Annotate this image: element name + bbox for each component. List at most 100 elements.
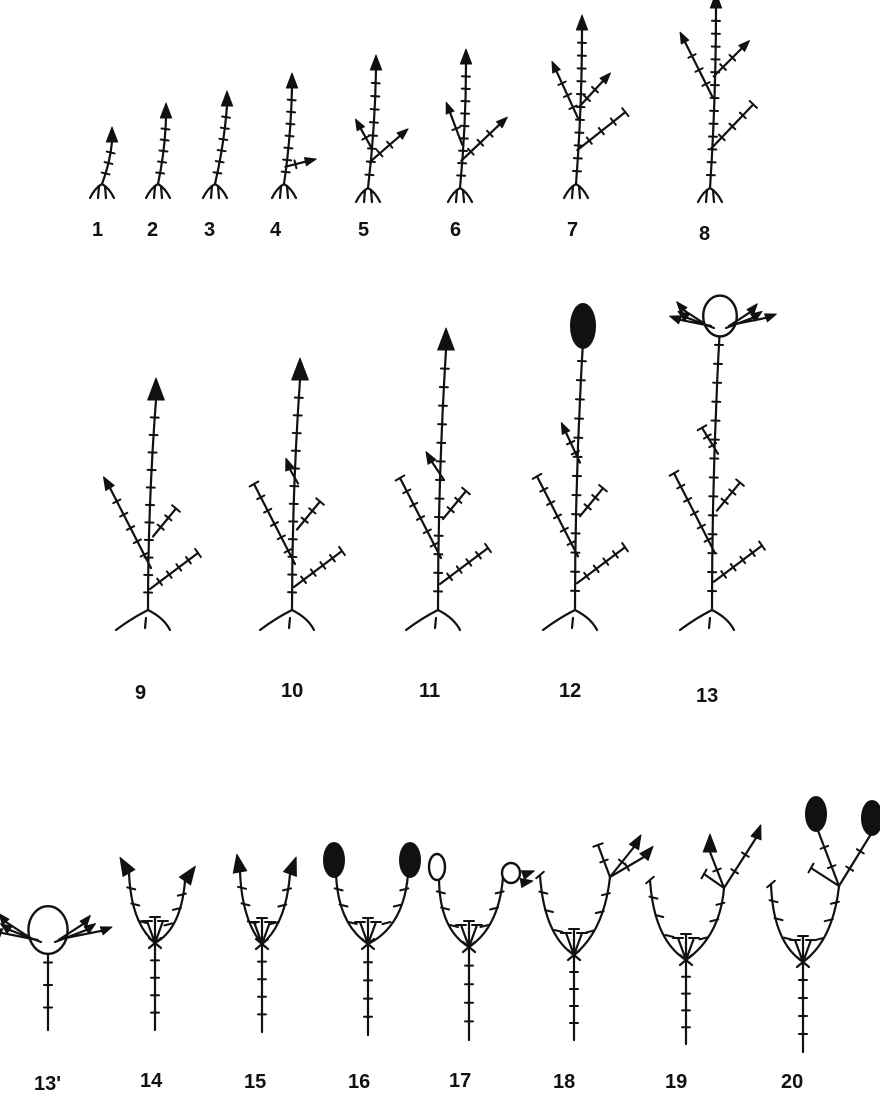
stage-label-4: 4 xyxy=(270,219,282,241)
side-branch xyxy=(714,48,742,76)
stage-label-12: 12 xyxy=(559,680,581,702)
left-arm-tick xyxy=(539,892,547,894)
plant-stage-11 xyxy=(396,328,491,630)
main-stem-tick xyxy=(161,140,169,141)
stage-label-7: 7 xyxy=(567,219,578,241)
apex-arrow xyxy=(460,49,471,64)
stage-label-10: 10 xyxy=(281,680,303,702)
plant-roots xyxy=(284,184,296,198)
plant-roots xyxy=(460,188,472,202)
plant-roots xyxy=(260,610,292,630)
right-arm xyxy=(368,874,408,944)
plant-stage-19 xyxy=(646,825,761,1044)
plant-stage-6 xyxy=(446,49,507,202)
apex-arrow xyxy=(710,0,721,8)
plant-roots xyxy=(564,184,576,198)
branch-arrow xyxy=(680,32,689,44)
plant-roots xyxy=(158,184,170,198)
main-stem xyxy=(712,326,720,610)
plant-roots xyxy=(713,190,714,202)
side-branch xyxy=(150,553,198,589)
plant-roots xyxy=(576,184,588,198)
right-arm-tick xyxy=(831,902,839,904)
plant-roots xyxy=(368,188,380,202)
plant-roots xyxy=(371,190,372,202)
branch-arrow xyxy=(561,423,569,435)
open-flower-petal-tip xyxy=(765,314,777,322)
plant-roots xyxy=(116,610,148,630)
apex-arrow xyxy=(160,103,171,118)
apex-arrow xyxy=(106,127,117,142)
main-stem-tick xyxy=(156,173,164,174)
side-branch xyxy=(153,509,176,537)
main-stem-tick xyxy=(370,122,378,123)
main-stem-tick xyxy=(222,117,230,118)
open-flower-ring xyxy=(703,296,737,337)
plant-roots xyxy=(211,186,212,198)
plant-stage-3 xyxy=(203,91,233,198)
open-flower-petal-tip xyxy=(100,927,112,935)
plant-stage-16 xyxy=(324,843,420,1035)
plant-roots xyxy=(218,186,219,198)
plant-roots xyxy=(438,610,460,630)
side-branch xyxy=(717,483,740,511)
plant-roots xyxy=(572,618,573,628)
left-arm-tick xyxy=(437,891,445,893)
left-arm-tick xyxy=(127,887,135,889)
main-stem-tick xyxy=(282,172,290,173)
plant-roots xyxy=(272,184,284,198)
plant-stage-17 xyxy=(429,854,534,1040)
side-branch xyxy=(580,488,603,516)
right-arm-tick xyxy=(283,888,291,890)
plant-drawings xyxy=(0,0,880,1052)
main-stem-tick xyxy=(107,152,115,154)
right-tip-arrow xyxy=(179,866,195,885)
main-stem-tick xyxy=(371,96,379,97)
apex-arrow xyxy=(148,378,165,400)
plant-stage-2 xyxy=(146,103,172,198)
right-arm xyxy=(686,888,724,960)
stage-label-19: 19 xyxy=(665,1071,687,1093)
plant-roots xyxy=(706,190,707,202)
right-flower-bud-filled xyxy=(400,843,420,877)
plant-roots xyxy=(154,186,155,198)
side-branch xyxy=(577,547,625,583)
stage-label-2: 2 xyxy=(147,219,158,241)
plant-roots xyxy=(680,610,712,630)
left-tip-arrow xyxy=(120,857,135,876)
right-arm-tick xyxy=(716,903,724,905)
left-tip-arrow xyxy=(233,854,246,873)
main-stem-tick xyxy=(213,172,221,173)
side-branch-tick xyxy=(452,127,459,130)
main-stem-tick xyxy=(288,100,296,101)
apex-arrow xyxy=(370,55,381,70)
plant-roots xyxy=(90,184,102,198)
branch-arrow xyxy=(304,158,316,166)
side-branch xyxy=(440,548,488,584)
right-arm-tick xyxy=(602,893,610,895)
right-flower-open xyxy=(502,863,520,883)
stage-label-6: 6 xyxy=(450,219,461,241)
branch-arrow xyxy=(104,477,115,491)
stage-label-1: 1 xyxy=(92,219,103,241)
plant-roots xyxy=(698,188,710,202)
upper-tip-arrow xyxy=(703,834,717,852)
left-flower-bud-open xyxy=(429,854,445,880)
plant-roots xyxy=(435,618,436,628)
branch-arrow xyxy=(426,452,436,465)
plant-stage-8 xyxy=(680,0,757,202)
plant-roots xyxy=(356,188,368,202)
plant-stage-12 xyxy=(533,304,628,630)
stage-label-13: 13 xyxy=(696,685,718,707)
left-arm-tick xyxy=(770,900,778,902)
right-arm-tick xyxy=(382,922,390,924)
apex-arrow xyxy=(221,91,232,106)
plant-stage-18 xyxy=(536,835,653,1040)
plant-roots xyxy=(575,610,597,630)
apex-arrow xyxy=(292,358,309,380)
plant-roots xyxy=(448,188,460,202)
right-arm xyxy=(469,877,503,947)
plant-roots xyxy=(456,190,457,202)
left-flower-bud-filled xyxy=(806,797,826,831)
